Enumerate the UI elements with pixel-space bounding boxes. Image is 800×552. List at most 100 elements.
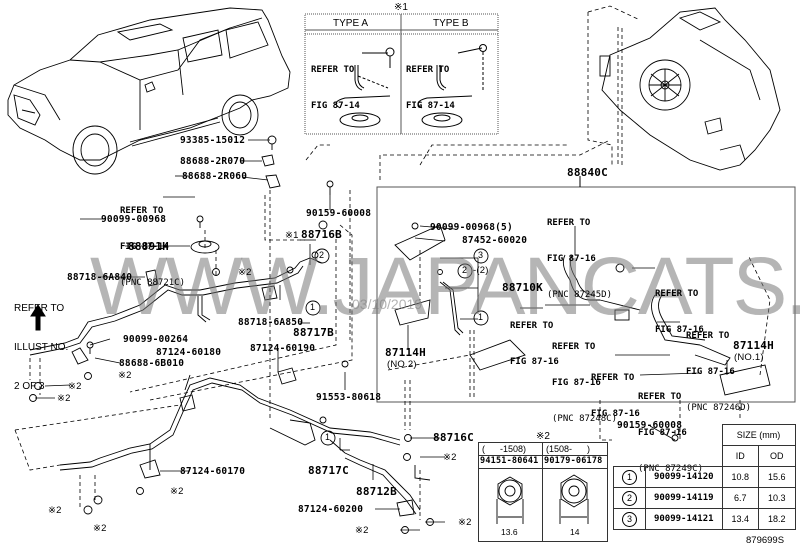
ref-line3: (PNC 87248C)	[552, 414, 618, 424]
size-id: 13.4	[721, 508, 759, 530]
illust-reference-note[interactable]: REFER TO ILLUST NO. 2 OF 3	[14, 276, 68, 406]
note-mark-2: ※2	[355, 525, 369, 536]
size-part[interactable]: 90099-14119	[645, 487, 723, 509]
part-label-87452-60020[interactable]: 87452-60020	[462, 235, 528, 246]
note-mark-88716b: ※1	[285, 230, 299, 241]
fig-87-16-reference[interactable]: REFER TO FIG 87-16	[655, 264, 704, 348]
type-b-title: TYPE B	[433, 18, 469, 29]
ref-line1: REFER TO	[547, 218, 591, 228]
nut-table-mark: ※2	[536, 431, 550, 442]
size-col-id: ID	[721, 445, 759, 467]
size-part[interactable]: 90099-14120	[645, 466, 723, 488]
refrigerant-pipes	[29, 257, 431, 515]
type-inset-frame	[304, 13, 499, 135]
size-id: 10.8	[721, 466, 759, 488]
nut-dimension-14: 14	[570, 527, 580, 537]
part-label-87124-60190[interactable]: 87124-60190	[250, 343, 316, 354]
part-label-88840c[interactable]: 88840C	[567, 166, 608, 179]
part-label-87114h-no2-sub: (NO.2)	[387, 359, 417, 370]
fig-87-16-reference[interactable]: REFER TO FIG 87-16 (PNC 87246D)	[686, 306, 751, 426]
fig-87-14-line3: (PNC 88721C)	[120, 278, 186, 288]
fig-87-14-line1: REFER TO	[120, 206, 164, 216]
part-label-87124-60180[interactable]: 87124-60180	[156, 347, 222, 358]
part-label-88710k[interactable]: 88710K	[502, 281, 543, 294]
fig-87-16-reference[interactable]: REFER TO FIG 87-16	[510, 296, 559, 380]
ref-circle: 2	[622, 490, 637, 506]
table-row: 2 90099-14119 6.7 10.3	[613, 487, 796, 509]
part-label-90159-60008-top[interactable]: 90159-60008	[306, 208, 372, 219]
note-mark-2: ※2	[93, 523, 107, 534]
part-label-88717c[interactable]: 88717C	[308, 464, 349, 477]
illust-note-line1: REFER TO	[14, 303, 65, 314]
part-label-88712b[interactable]: 88712B	[356, 485, 397, 498]
fig-87-16-reference[interactable]: REFER TO FIG 87-16 (PNC 87245D)	[547, 193, 612, 313]
part-label-87124-60200[interactable]: 87124-60200	[298, 504, 364, 515]
ref-line1: REFER TO	[552, 342, 596, 352]
part-label-87114h-no1[interactable]: 87114H	[733, 339, 774, 352]
note-mark-2: ※2	[458, 517, 472, 528]
part-label-88716c[interactable]: 88716C	[433, 431, 474, 444]
part-label-90099-00968-5[interactable]: 90099-00968(5)	[430, 222, 513, 233]
ref-line2: FIG 87-16	[655, 325, 704, 335]
part-label-90099-00968[interactable]: 90099-00968	[101, 214, 167, 225]
note-mark-2: ※2	[170, 486, 184, 497]
part-label-88688-6b010[interactable]: 88688-6B010	[119, 358, 185, 369]
note-mark-2: ※2	[48, 505, 62, 516]
part-label-88718-6a850[interactable]: 88718-6A850	[238, 317, 304, 328]
type-a-title: TYPE A	[333, 18, 369, 29]
part-label-88716b[interactable]: 88716B	[301, 228, 342, 241]
watermark-date: 03/10/2019	[352, 296, 423, 312]
part-label-88688-2r070[interactable]: 88688-2R070	[180, 156, 246, 167]
ref-line1: REFER TO	[655, 289, 699, 299]
callout-2: 2	[462, 265, 468, 275]
leader-lines	[35, 139, 728, 531]
note-mark-2: ※2	[443, 452, 457, 463]
part-label-90159-60008-bottom[interactable]: 90159-60008	[617, 420, 683, 431]
part-label-88718-6a840[interactable]: 88718-6A840	[67, 272, 133, 283]
hardware-glyphs	[29, 135, 771, 534]
fig-87-14-reference[interactable]: REFER TO FIG 87-14 (PNC 88721C)	[120, 181, 185, 301]
type-b-ref-line1: REFER TO	[406, 65, 450, 75]
note-mark-2: ※2	[68, 381, 82, 392]
type-a-ref-line2[interactable]: FIG 87-14	[311, 101, 360, 111]
part-label-87124-60170[interactable]: 87124-60170	[180, 466, 246, 477]
part-label-87114h-no2[interactable]: 87114H	[385, 346, 426, 359]
size-part[interactable]: 90099-14121	[645, 508, 723, 530]
type-b-reference: REFER TO FIG 87-14	[406, 40, 455, 124]
hose-size-table: SIZE (mm) ID OD 1 90099-14120 10.8 15.6 …	[613, 424, 796, 530]
nut-range-early: ( -1508)	[482, 444, 527, 454]
part-label-88891h[interactable]: 88891H	[128, 240, 169, 253]
ref-line2: FIG 87-16	[591, 409, 640, 419]
ref-circle: 1	[622, 469, 637, 485]
size-od: 15.6	[758, 466, 796, 488]
part-label-88688-2r060[interactable]: 88688-2R060	[182, 171, 248, 182]
size-col-od: OD	[758, 445, 796, 467]
type-a-reference: REFER TO FIG 87-14	[311, 40, 360, 124]
part-label-93385-15012[interactable]: 93385-15012	[180, 135, 246, 146]
note-mark-2: ※2	[238, 267, 252, 278]
callout-3: 3	[478, 250, 484, 260]
ref-line2: FIG 87-16	[552, 378, 601, 388]
fig-87-16-reference[interactable]: REFER TO FIG 87-16 (PNC 87248C)	[552, 317, 617, 437]
nut-part-90179-06178[interactable]: 90179-06178	[544, 456, 603, 466]
nut-size-table: ( -1508) (1508- ) 94151-80641 90179-0617…	[478, 442, 608, 542]
callout-1: 1	[325, 432, 331, 442]
ref-circle: 3	[622, 511, 637, 527]
hvac-dashed-outline	[305, 5, 641, 180]
88840c-group-frame	[376, 186, 796, 403]
fig-87-16-reference[interactable]: REFER TO FIG 87-16	[591, 348, 640, 432]
illust-note-line2: ILLUST NO.	[14, 342, 69, 353]
ref-line1: REFER TO	[638, 392, 682, 402]
ref-line2: FIG 87-16	[686, 367, 735, 377]
part-label-88717b[interactable]: 88717B	[293, 326, 334, 339]
ref-line2: FIG 87-16	[638, 428, 687, 438]
part-label-91553-80618[interactable]: 91553-80618	[316, 392, 382, 403]
size-od: 10.3	[758, 487, 796, 509]
hvac-unit-illustration	[599, 7, 781, 171]
part-label-90099-00264[interactable]: 90099-00264	[123, 334, 189, 345]
type-a-ref-line1: REFER TO	[311, 65, 355, 75]
size-od: 18.2	[758, 508, 796, 530]
note-mark-2: ※2	[57, 393, 71, 404]
nut-part-94151-80641[interactable]: 94151-80641	[480, 456, 539, 466]
type-b-ref-line2[interactable]: FIG 87-14	[406, 101, 455, 111]
